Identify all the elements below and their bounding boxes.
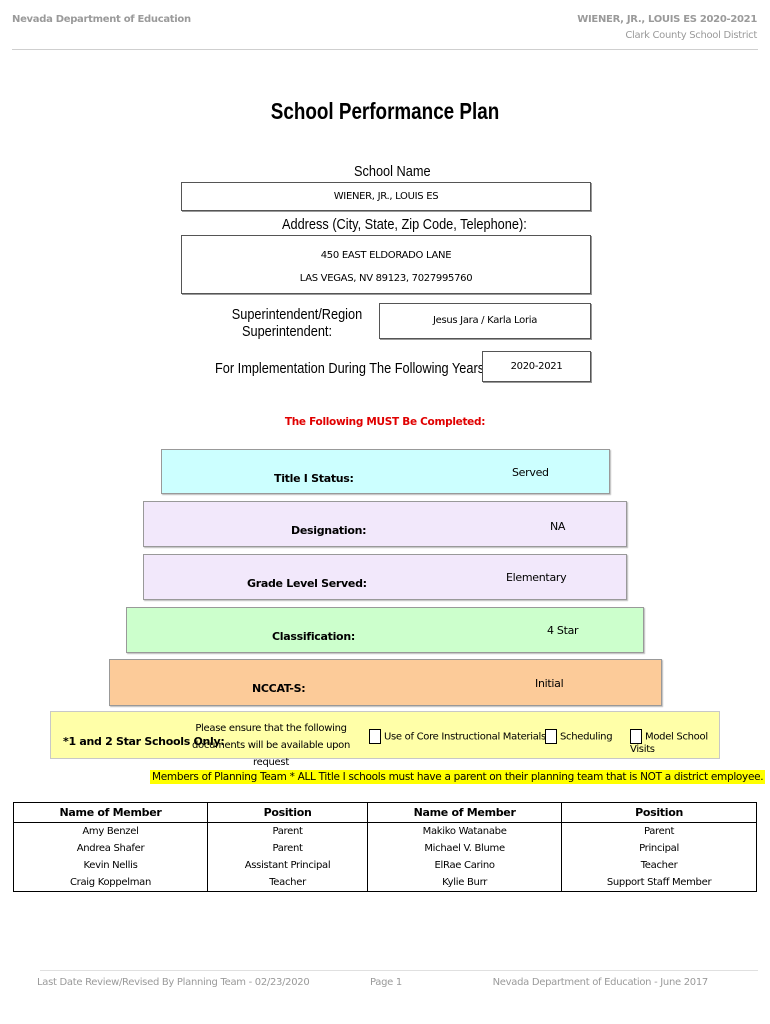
header-district: Clark County School District: [625, 30, 757, 41]
school-name-field: WIENER, JR., LOUIS ES: [181, 182, 591, 211]
table-row: Craig Koppelman Teacher Kylie Burr Suppo…: [13, 874, 757, 892]
header-divider: [12, 49, 758, 50]
superintendent-label-line1: Superintendent/Region: [231, 306, 363, 323]
table-cell: Michael V. Blume: [367, 840, 563, 857]
classification-label: Classification:: [272, 630, 355, 643]
title-i-status-label: Title I Status:: [274, 472, 354, 485]
table-cell: Kylie Burr: [367, 874, 563, 892]
table-header-row: Name of Member Position Name of Member P…: [13, 802, 757, 823]
table-cell: ElRae Carino: [367, 857, 563, 874]
planning-team-note: Members of Planning Team * ALL Title I s…: [150, 770, 766, 784]
table-cell: Amy Benzel: [13, 822, 208, 840]
table-row: Andrea Shafer Parent Michael V. Blume Pr…: [13, 840, 757, 857]
nccat-s-label: NCCAT-S:: [252, 682, 306, 695]
table-row: Kevin Nellis Assistant Principal ElRae C…: [13, 857, 757, 874]
table-cell: Support Staff Member: [561, 874, 757, 892]
footer-agency-date: Nevada Department of Education - June 20…: [492, 977, 709, 988]
table-cell: Craig Koppelman: [13, 874, 208, 892]
table-cell: Teacher: [561, 857, 757, 874]
scheduling-option[interactable]: Scheduling: [545, 729, 613, 744]
planning-team-table: Name of Member Position Name of Member P…: [13, 802, 757, 892]
grade-level-value: Elementary: [506, 571, 567, 584]
column-header: Name of Member: [367, 802, 563, 823]
address-line1: 450 EAST ELDORADO LANE: [320, 250, 452, 261]
must-complete-notice: The Following MUST Be Completed:: [284, 416, 486, 428]
star-schools-note-line1: Please ensure that the following: [195, 723, 347, 734]
header-agency: Nevada Department of Education: [12, 14, 191, 25]
table-cell: Parent: [561, 822, 757, 840]
implementation-years-field: 2020-2021: [482, 351, 591, 382]
school-name-label: School Name: [354, 163, 431, 180]
table-cell: Principal: [561, 840, 757, 857]
address-field: 450 EAST ELDORADO LANE LAS VEGAS, NV 891…: [181, 235, 591, 294]
model-school-visits-checkbox[interactable]: [630, 729, 642, 744]
title-i-status-box: Title I Status: Served: [161, 449, 610, 494]
star-schools-note: Please ensure that the following documen…: [191, 720, 351, 771]
footer-page-number: Page 1: [370, 977, 402, 988]
table-cell: Parent: [206, 840, 369, 857]
model-school-visits-option[interactable]: Model School Visits: [630, 729, 719, 755]
table-cell: Parent: [206, 822, 369, 840]
superintendent-label: Superintendent/Region Superintendent:: [231, 306, 363, 340]
superintendent-label-line2: Superintendent:: [241, 323, 333, 340]
table-cell: Makiko Watanabe: [367, 822, 563, 840]
classification-value: 4 Star: [547, 624, 579, 637]
core-materials-checkbox[interactable]: [369, 729, 381, 744]
table-cell: Andrea Shafer: [13, 840, 208, 857]
footer-divider: [40, 970, 758, 971]
table-cell: Teacher: [206, 874, 369, 892]
core-materials-label: Use of Core Instructional Materials: [384, 731, 546, 743]
nccat-s-box: NCCAT-S: Initial: [109, 659, 662, 706]
core-materials-option[interactable]: Use of Core Instructional Materials: [369, 729, 546, 744]
scheduling-checkbox[interactable]: [545, 729, 557, 744]
grade-level-label: Grade Level Served:: [247, 577, 367, 590]
superintendent-field: Jesus Jara / Karla Loria: [379, 303, 591, 339]
table-cell: Assistant Principal: [206, 857, 369, 874]
star-schools-label: *1 and 2 Star Schools Only:: [63, 735, 225, 748]
header-school-year: WIENER, JR., LOUIS ES 2020-2021: [577, 14, 757, 25]
table-cell: Kevin Nellis: [13, 857, 208, 874]
designation-box: Designation: NA: [143, 501, 627, 547]
address-line2: LAS VEGAS, NV 89123, 7027995760: [299, 273, 473, 284]
column-header: Name of Member: [13, 802, 208, 823]
model-school-visits-label: Model School Visits: [630, 731, 708, 756]
page-title: School Performance Plan: [270, 98, 500, 124]
column-header: Position: [206, 802, 369, 823]
title-i-status-value: Served: [512, 466, 549, 479]
column-header: Position: [561, 802, 757, 823]
star-schools-note-line2: documents will be available upon request: [191, 740, 351, 768]
classification-box: Classification: 4 Star: [126, 607, 644, 653]
implementation-label: For Implementation During The Following …: [215, 360, 488, 377]
scheduling-label: Scheduling: [560, 731, 613, 743]
address-label: Address (City, State, Zip Code, Telephon…: [282, 216, 527, 233]
grade-level-box: Grade Level Served: Elementary: [143, 554, 627, 600]
star-schools-box: *1 and 2 Star Schools Only: Please ensur…: [50, 711, 720, 768]
footer-review-date: Last Date Review/Revised By Planning Tea…: [37, 977, 310, 988]
designation-value: NA: [550, 520, 566, 533]
designation-label: Designation:: [291, 524, 367, 537]
table-row: Amy Benzel Parent Makiko Watanabe Parent: [13, 822, 757, 840]
nccat-s-value: Initial: [535, 677, 564, 690]
